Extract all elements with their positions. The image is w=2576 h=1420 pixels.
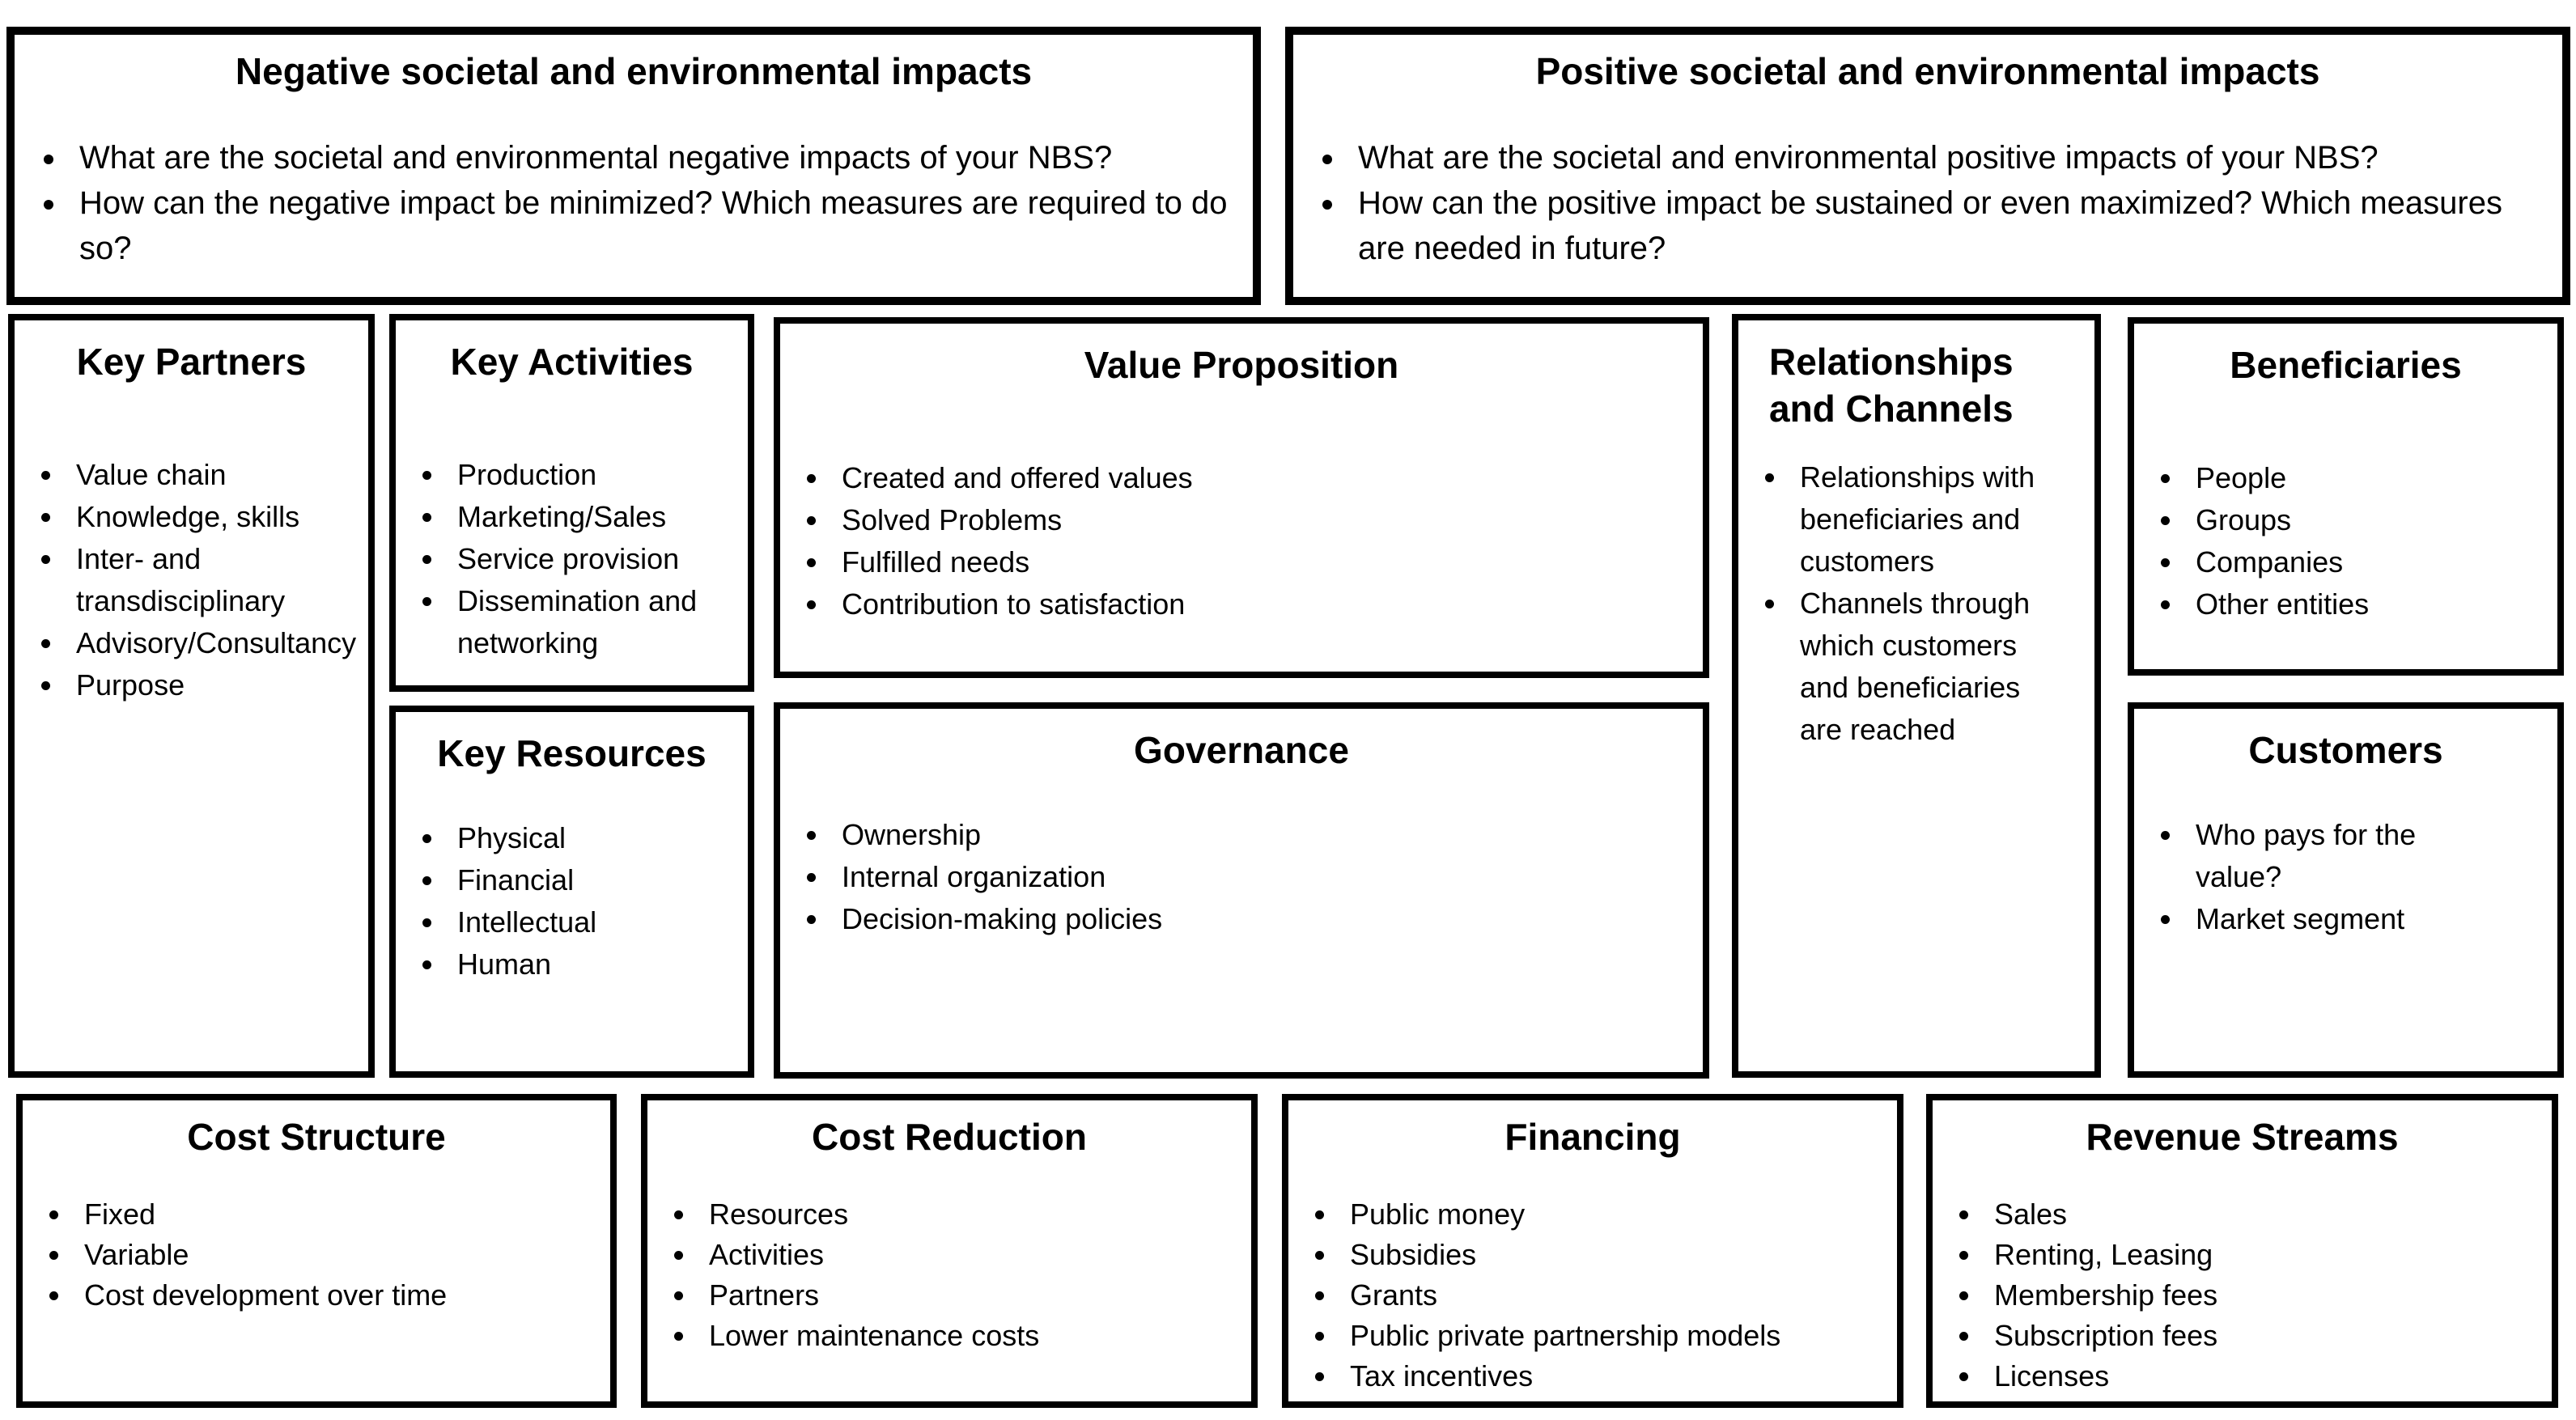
bullet-item: Who pays for the value? — [2184, 814, 2499, 898]
panel-title: Relationships and Channels — [1769, 341, 2014, 430]
bullet-item: Created and offered values — [830, 457, 1678, 499]
bullet-item: Market segment — [2184, 898, 2499, 940]
bullet-list: Value chain Knowledge, skills Inter- and… — [15, 454, 368, 706]
bullet-item: Activities — [698, 1235, 1227, 1275]
panel-cost-structure: Cost Structure Fixed Variable Cost devel… — [16, 1094, 617, 1408]
bullet-list: Resources Activities Partners Lower main… — [647, 1194, 1251, 1356]
bullet-item: Resources — [698, 1194, 1227, 1235]
bullet-item: Internal organization — [830, 856, 1678, 898]
panel-revenue-streams: Revenue Streams Sales Renting, Leasing M… — [1926, 1094, 2558, 1408]
bullet-item: How can the positive impact be sustained… — [1347, 180, 2538, 271]
bullet-item: Cost development over time — [73, 1275, 586, 1316]
panel-title: Key Partners — [76, 341, 307, 383]
bullet-item: Public private partnership models — [1339, 1316, 1873, 1356]
bullet-item: Fulfilled needs — [830, 541, 1678, 583]
bullet-list: Public money Subsidies Grants Public pri… — [1288, 1194, 1897, 1397]
bullet-list: Sales Renting, Leasing Membership fees S… — [1933, 1194, 2552, 1397]
bullet-item: Dissemination and networking — [446, 580, 724, 664]
bullet-item: Tax incentives — [1339, 1356, 1873, 1397]
panel-title: Governance — [1134, 729, 1349, 771]
panel-key-resources: Key Resources Physical Financial Intelle… — [389, 706, 754, 1078]
bullet-item: People — [2184, 457, 2533, 499]
panel-beneficiaries: Beneficiaries People Groups Companies Ot… — [2128, 317, 2564, 676]
bullet-item: Licenses — [1983, 1356, 2527, 1397]
panel-title: Beneficiaries — [2230, 344, 2462, 386]
panel-title: Cost Reduction — [812, 1116, 1087, 1158]
bullet-item: Intellectual — [446, 901, 724, 943]
bullet-item: Ownership — [830, 814, 1678, 856]
bullet-list: Created and offered values Solved Proble… — [780, 457, 1703, 625]
bullet-item: Membership fees — [1983, 1275, 2527, 1316]
bullet-item: What are the societal and environmental … — [68, 135, 1229, 180]
bullet-list: People Groups Companies Other entities — [2134, 457, 2557, 625]
bullet-list: What are the societal and environmental … — [15, 135, 1253, 271]
bullet-item: Partners — [698, 1275, 1227, 1316]
bullet-item: Production — [446, 454, 724, 496]
bullet-item: Renting, Leasing — [1983, 1235, 2527, 1275]
bullet-item: Human — [446, 943, 724, 986]
bullet-item: Service provision — [446, 538, 724, 580]
bullet-item: Inter- and transdisciplinary — [65, 538, 344, 622]
bullet-item: Public money — [1339, 1194, 1873, 1235]
bullet-list: Production Marketing/Sales Service provi… — [396, 454, 748, 664]
bullet-item: Sales — [1983, 1194, 2527, 1235]
panel-title: Cost Structure — [187, 1116, 446, 1158]
bullet-item: Fixed — [73, 1194, 586, 1235]
bullet-item: Solved Problems — [830, 499, 1678, 541]
panel-customers: Customers Who pays for the value? Market… — [2128, 702, 2564, 1078]
panel-positive-impacts: Positive societal and environmental impa… — [1285, 27, 2570, 305]
bullet-item: What are the societal and environmental … — [1347, 135, 2538, 180]
panel-title: Negative societal and environmental impa… — [235, 50, 1033, 92]
bullet-list: Relationships with beneficiaries and cus… — [1738, 456, 2094, 751]
bullet-list: Physical Financial Intellectual Human — [396, 817, 748, 986]
panel-title: Financing — [1504, 1116, 1681, 1158]
bullet-item: Financial — [446, 859, 724, 901]
bullet-item: Variable — [73, 1235, 586, 1275]
panel-title: Revenue Streams — [2086, 1116, 2399, 1158]
bullet-item: Groups — [2184, 499, 2533, 541]
panel-governance: Governance Ownership Internal organizati… — [774, 702, 1709, 1079]
panel-financing: Financing Public money Subsidies Grants … — [1282, 1094, 1903, 1408]
panel-value-proposition: Value Proposition Created and offered va… — [774, 317, 1709, 678]
bullet-item: Subscription fees — [1983, 1316, 2527, 1356]
bullet-item: Contribution to satisfaction — [830, 583, 1678, 625]
bullet-list: Who pays for the value? Market segment — [2134, 814, 2557, 940]
bullet-list: Ownership Internal organization Decision… — [780, 814, 1703, 940]
panel-relationships-and-channels: Relationships and Channels Relationships… — [1732, 314, 2101, 1078]
bullet-item: Lower maintenance costs — [698, 1316, 1227, 1356]
bullet-item: Grants — [1339, 1275, 1873, 1316]
panel-title: Key Activities — [450, 341, 694, 383]
bullet-item: Channels through which customers and ben… — [1789, 583, 2070, 751]
bullet-list: What are the societal and environmental … — [1293, 135, 2562, 271]
panel-title: Value Proposition — [1084, 344, 1399, 386]
panel-negative-impacts: Negative societal and environmental impa… — [6, 27, 1261, 305]
bullet-item: Physical — [446, 817, 724, 859]
bullet-item: Knowledge, skills — [65, 496, 344, 538]
panel-title: Customers — [2248, 729, 2443, 771]
bullet-item: Advisory/Consultancy — [65, 622, 356, 664]
bullet-item: Marketing/Sales — [446, 496, 724, 538]
bullet-item: Decision-making policies — [830, 898, 1678, 940]
panel-cost-reduction: Cost Reduction Resources Activities Part… — [641, 1094, 1258, 1408]
bullet-item: Value chain — [65, 454, 344, 496]
bullet-list: Fixed Variable Cost development over tim… — [23, 1194, 610, 1316]
bullet-item: Companies — [2184, 541, 2533, 583]
panel-title: Positive societal and environmental impa… — [1535, 50, 2320, 92]
panel-key-activities: Key Activities Production Marketing/Sale… — [389, 314, 754, 692]
bullet-item: How can the negative impact be minimized… — [68, 180, 1229, 271]
bullet-item: Other entities — [2184, 583, 2533, 625]
panel-title: Key Resources — [437, 732, 707, 774]
bullet-item: Relationships with beneficiaries and cus… — [1789, 456, 2070, 583]
bullet-item: Subsidies — [1339, 1235, 1873, 1275]
panel-key-partners: Key Partners Value chain Knowledge, skil… — [8, 314, 375, 1078]
bullet-item: Purpose — [65, 664, 344, 706]
